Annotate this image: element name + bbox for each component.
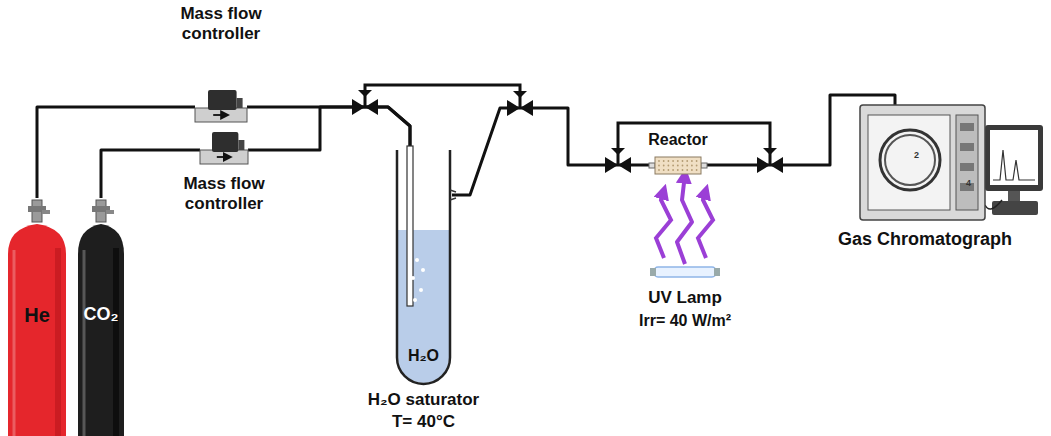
uv-ray: [677, 174, 692, 264]
mass-flow-controller-shape: [200, 132, 248, 167]
node-note: T= 40°C: [355, 412, 492, 432]
cylinderBlack-outline: [78, 200, 124, 436]
water-saturator: H₂OH₂O saturatorT= 40°C: [395, 150, 452, 386]
gas-cylinder: He: [8, 198, 66, 436]
gas-chromatograph-shape: [860, 105, 985, 220]
mass-flow-controller: Mass flow controller: [195, 90, 247, 125]
mass-flow-controller-shape: [195, 90, 247, 125]
node-label: Mass flow controller: [163, 4, 279, 45]
node-label: Reactor: [635, 130, 721, 149]
reactor-shape: [655, 157, 701, 174]
node-label: He: [8, 303, 66, 327]
cylinderRed-outline: [8, 200, 66, 436]
uv-lamp-shape: [650, 264, 720, 280]
callout-number: 2: [914, 150, 919, 160]
node-label: Gas Chromatograph: [815, 229, 1035, 251]
gas-pipe: [248, 107, 410, 150]
node-label: UV Lamp: [620, 288, 750, 308]
node-note: H₂O saturator: [355, 390, 492, 410]
uv-ray: [656, 190, 713, 258]
gas-pipe: [247, 107, 410, 150]
reactor: Reactor: [655, 157, 701, 174]
node-label: Mass flow controller: [171, 174, 277, 215]
gc-outline: [860, 105, 985, 220]
gas-chromatograph: Gas Chromatograph: [860, 105, 985, 220]
computer-monitor: [985, 125, 1043, 215]
mfc-outline: [195, 90, 247, 122]
mass-flow-controller: Mass flow controller: [200, 132, 248, 167]
reactor-outline: [649, 157, 707, 174]
mfc-outline: [200, 132, 248, 164]
gas-cylinder: CO₂: [78, 198, 124, 436]
callout-number: 4: [966, 178, 971, 188]
node-label: H₂O: [395, 346, 452, 365]
node-note: Irr= 40 W/m²: [620, 311, 750, 330]
gas-pipe: [452, 108, 655, 195]
node-label: CO₂: [78, 304, 124, 326]
uv-lamp: UV LampIrr= 40 W/m²: [650, 264, 720, 280]
gas-pipe: [37, 107, 195, 198]
lamp-outline: [650, 267, 720, 277]
